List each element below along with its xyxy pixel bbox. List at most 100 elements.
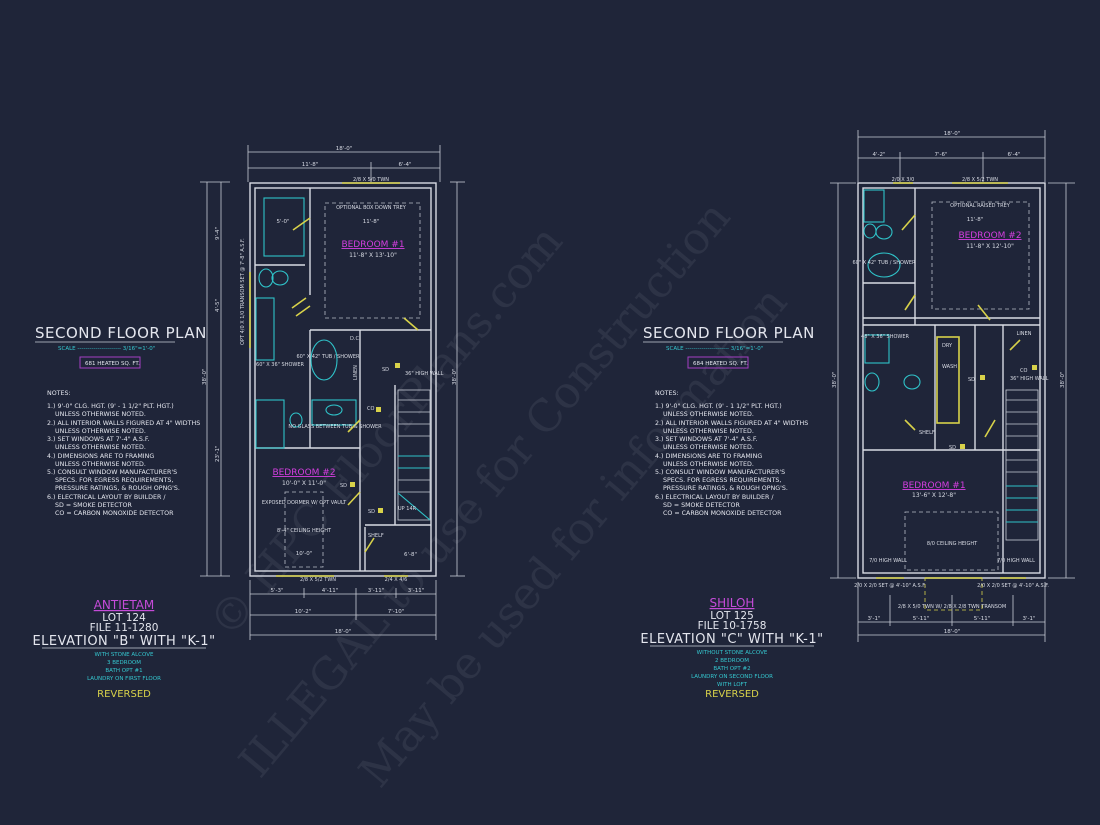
dimension: 6'-8" [404,552,417,558]
window-label: 2/4 X 4/6 [385,577,408,583]
dimension: 38'-0" [452,368,458,385]
dimension: 3'-11" [408,588,425,594]
ceiling-label: 8/0 CEILING HEIGHT [927,541,978,547]
plan-name: ANTIETAM [94,598,155,612]
dimension: 23'-1" [215,445,221,462]
wall-label: 7/0 HIGH WALL [869,558,907,564]
room-size: 11'-8" X 12'-10" [966,243,1014,250]
dimension: 38'-0" [832,371,838,388]
plan-name: SHILOH [710,596,755,610]
dimension: 18'-0" [335,629,352,635]
dimension: 4'-11" [322,588,339,594]
right-title-block: SECOND FLOOR PLAN SCALE ----------------… [643,324,815,517]
left-plan-info: ANTIETAM LOT 124 FILE 11-1280 ELEVATION … [32,598,215,700]
smoke-detector: SD [340,483,347,489]
scale-label: SCALE ---------------------- 3/16"=1'-0" [666,346,763,352]
note-line: UNLESS OTHERWISE NOTED. [663,411,754,418]
dimension: 4'-5" [215,299,221,312]
note-line: 6.) ELECTRICAL LAYOUT BY BUILDER / [655,494,774,501]
fixture-label: 48" X 36" SHOWER [861,334,909,340]
dimension: 11'-8" [967,217,984,223]
room-label-bedroom-2: BEDROOM #2 [272,468,335,478]
option-line: WITH LOFT [717,682,748,688]
notes-list: 1.) 9'-0" CLG. HGT. (9' - 1 1/2" PLT. HG… [47,403,200,517]
smoke-detector: SD [368,509,375,515]
window-label: OPT 4/0 X 1/0 TRANSOM SET @ 7'-8" A.S.F. [240,238,246,345]
wall-label: 7/0 HIGH WALL [997,558,1035,564]
heated-sqft: 684 HEATED SQ. FT. [693,361,748,367]
washer-label: WASH [942,364,957,370]
note-line: UNLESS OTHERWISE NOTED. [55,444,146,451]
option-line: BATH OPT #2 [713,666,750,672]
lot-number: LOT 124 [102,612,146,624]
window-label: 2/0 X 3/0 [892,177,915,183]
dimension: 11'-8" [363,219,380,225]
note-line: 2.) ALL INTERIOR WALLS FIGURED AT 4" WID… [47,420,200,427]
option-line: WITH STONE ALCOVE [95,652,154,658]
stairs [397,389,431,521]
left-floor-plan: 18'-0" 11'-8" 6'-4" 9'-4" 4'-5" 23'-1" 3… [200,145,465,640]
smoke-detector: SD [968,377,975,383]
file-number: FILE 10-1758 [698,620,767,632]
smoke-detector: SD [382,367,389,373]
wall-label: 36" HIGH WALL [405,371,444,377]
room-label-bedroom-2: BEDROOM #2 [958,231,1021,241]
stair-label: UP 14R [398,506,417,512]
note-line: UNLESS OTHERWISE NOTED. [663,428,754,435]
note-line: CO = CARBON MONOXIDE DETECTOR [55,510,174,517]
note-line: SD = SMOKE DETECTOR [55,502,132,509]
linen-label: LINEN [1017,331,1032,337]
note-line: 5.) CONSULT WINDOW MANUFACTURER'S [47,469,177,476]
scale-label: SCALE ---------------------- 3/16"=1'-0" [58,346,155,352]
left-title-block: SECOND FLOOR PLAN SCALE ----------------… [35,324,207,517]
window-label: 2/8 X 5/0 TWN W/ 2/8 X 2/8 TWN TRANSOM [898,604,1006,610]
note-line: SD = SMOKE DETECTOR [663,502,740,509]
dimension: 5'-11" [974,616,991,622]
tray-label: OPTIONAL RAISED TREY [950,203,1011,209]
heated-sqft-box [687,356,749,369]
option-line: LAUNDRY ON SECOND FLOOR [691,674,773,680]
option-line: WITHOUT STONE ALCOVE [697,650,768,656]
elevation-label: ELEVATION "B" WITH "K-1" [32,634,215,649]
note-line: CO = CARBON MONOXIDE DETECTOR [663,510,782,517]
fixture-label: 60" X 42" TUB / SHOWER [853,260,916,266]
note-line: UNLESS OTHERWISE NOTED. [663,461,754,468]
shelf-label: SHELF [919,430,935,436]
option-line: 3 BEDROOM [107,660,141,666]
reversed-label: REVERSED [705,689,759,700]
note-line: SPECS. FOR EGRESS REQUIREMENTS, [663,477,781,484]
fixture-label: 60" X 42" TUB / SHOWER [297,354,360,360]
dimension: 6'-4" [398,162,411,168]
plan-title: SECOND FLOOR PLAN [35,324,207,342]
notes-heading: NOTES: [47,390,71,397]
lot-number: LOT 125 [710,610,754,622]
dimension: 5'-11" [913,616,930,622]
note-line: 3.) SET WINDOWS AT 7'-4" A.S.F. [47,436,150,443]
smoke-detector: SD [949,445,956,451]
room-label-bedroom-1: BEDROOM #1 [341,240,404,250]
option-line: BATH OPT #1 [105,668,142,674]
note-line: 2.) ALL INTERIOR WALLS FIGURED AT 4" WID… [655,420,808,427]
shelf-label: SHELF [368,533,384,539]
note-line: 3.) SET WINDOWS AT 7'-4" A.S.F. [655,436,758,443]
fixture-label: 60" X 36" SHOWER [256,362,304,368]
dimension: 6'-4" [1007,152,1020,158]
note-line: UNLESS OTHERWISE NOTED. [55,411,146,418]
dryer-label: DRY [942,343,953,349]
plan-title: SECOND FLOOR PLAN [643,324,815,342]
elevation-label: ELEVATION "C" WITH "K-1" [640,632,823,647]
window-label: 2/8 X 5/2 TWN [962,177,998,183]
notes-list: 1.) 9'-0" CLG. HGT. (9' - 1 1/2" PLT. HG… [655,403,808,517]
dimension: 38'-0" [1060,371,1066,388]
linen-label: LINEN [353,365,359,380]
ceiling-label: 8'-4" CEILING HEIGHT [277,528,332,534]
room-size: 13'-6" X 12'-8" [912,492,956,499]
dimension: 9'-4" [215,227,221,240]
wall-label: 36" HIGH WALL [1010,376,1049,382]
dimension: 11'-8" [302,162,319,168]
file-number: FILE 11-1280 [90,622,159,634]
note-line: 4.) DIMENSIONS ARE TO FRAMING [655,453,762,460]
window-label: 2/8 X 5/0 TWN [353,177,389,183]
dimension: 4'-2" [872,152,885,158]
